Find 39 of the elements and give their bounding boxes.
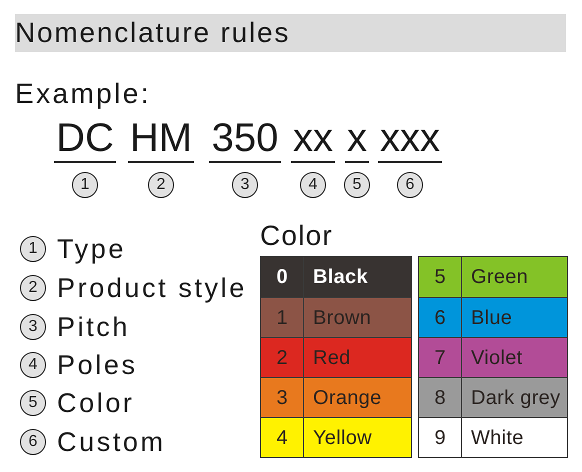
example-heading: Example: (15, 80, 151, 108)
circled-number: 6 (20, 429, 46, 455)
color-name: Green (470, 265, 528, 290)
field-description: Pitch (57, 314, 130, 340)
field-description: Product style (57, 274, 247, 302)
color-name: Brown (312, 306, 372, 330)
circled-number: 3 (20, 314, 46, 340)
code-part-label: x (347, 118, 367, 158)
circled-number: 1 (72, 172, 98, 198)
title-heading: Nomenclature rules (15, 14, 566, 52)
circled-number: 4 (300, 172, 326, 198)
field-description: Color (57, 390, 135, 416)
circled-number: 4 (20, 352, 46, 378)
color-name: Orange (312, 386, 382, 410)
color-name: White (470, 426, 524, 450)
code-part-label: xxx (380, 118, 440, 158)
circled-number: 1 (20, 236, 46, 262)
color-code-number: 9 (419, 418, 462, 457)
field-description: Poles (57, 352, 138, 378)
circled-number: 6 (397, 172, 423, 198)
color-code-number: 4 (261, 418, 304, 457)
color-name: Red (312, 346, 351, 370)
circled-number: 5 (344, 172, 370, 198)
color-name: Blue (470, 306, 512, 330)
code-part-label: HM (130, 118, 192, 158)
color-name: Dark grey (470, 386, 560, 410)
color-name: Yellow (312, 426, 372, 450)
circled-number: 2 (148, 172, 174, 198)
color-name: Black (312, 265, 368, 290)
code-part-label: 350 (212, 118, 278, 158)
color-name: Violet (470, 346, 522, 370)
circled-number: 3 (232, 172, 258, 198)
circled-number: 2 (20, 275, 46, 301)
field-description: Type (57, 236, 126, 262)
code-part-label: xx (293, 118, 333, 158)
circled-number: 5 (20, 390, 46, 416)
color-heading: Color (260, 222, 333, 250)
field-description: Custom (57, 428, 166, 456)
code-part-label: DC (56, 118, 114, 158)
